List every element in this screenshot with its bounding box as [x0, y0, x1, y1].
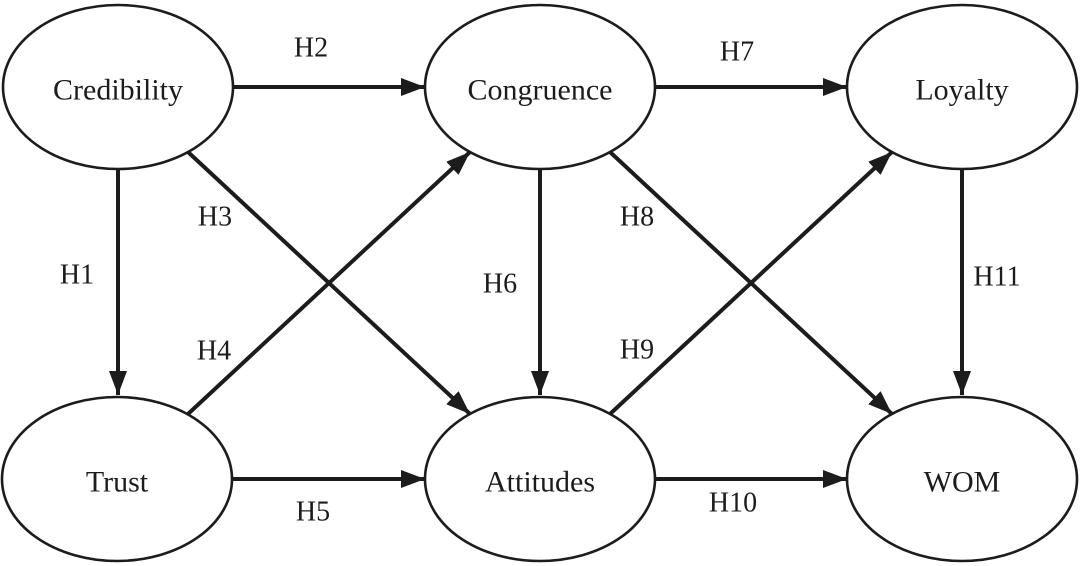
edge-h4-label: H4 [197, 336, 231, 367]
node-credibility-label: Credibility [53, 74, 183, 107]
node-trust-shape [0, 395, 234, 563]
edge-h7-label: H7 [720, 37, 754, 68]
node-attitudes-label: Attitudes [485, 466, 595, 499]
edge-h3-label: H3 [198, 202, 232, 233]
edge-h6-label: H6 [483, 269, 517, 300]
node-attitudes-shape [423, 395, 657, 563]
node-trust-label: Trust [86, 466, 149, 499]
edge-h2-label: H2 [294, 33, 328, 64]
edges [109, 78, 971, 488]
node-wom-label: WOM [924, 466, 1001, 499]
nodes: Credibility Congruence Loyalty Trust Att… [0, 3, 1079, 563]
node-credibility-shape [1, 3, 235, 171]
edge-h9-label: H9 [620, 335, 654, 366]
node-congruence-shape [423, 3, 657, 171]
edge-h9-line [608, 150, 894, 416]
edge-labels: H1 H2 H3 H4 H5 H6 H7 H8 H9 H10 H11 [60, 33, 1021, 528]
edge-h8-label: H8 [620, 202, 654, 233]
node-congruence-label: Congruence [468, 74, 613, 107]
edge-h1-label: H1 [60, 260, 94, 291]
node-loyalty-label: Loyalty [915, 74, 1008, 107]
node-loyalty-shape [845, 3, 1079, 171]
edge-h11-label: H11 [973, 262, 1020, 293]
edge-h5-label: H5 [296, 497, 330, 528]
edge-h4-line [186, 150, 472, 416]
node-wom-shape [845, 395, 1079, 563]
edge-h10-label: H10 [709, 488, 757, 519]
